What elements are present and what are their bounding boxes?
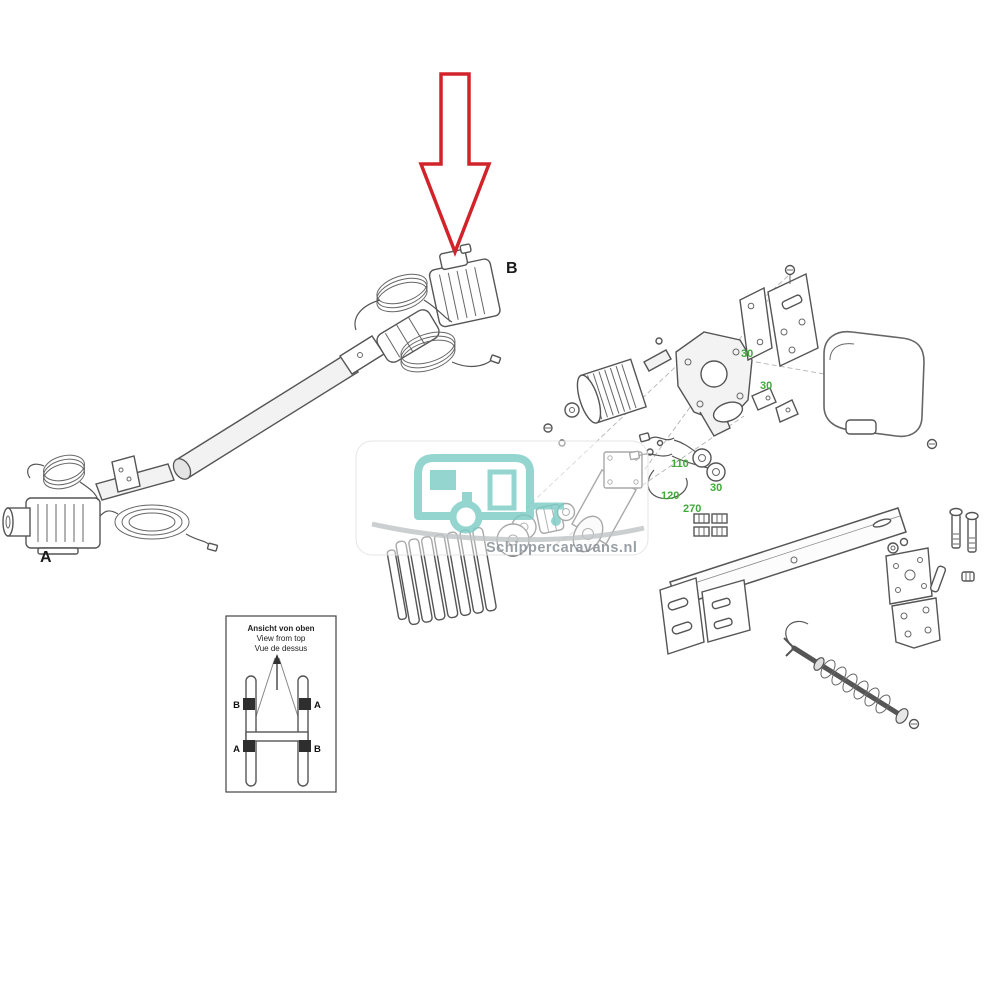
inset-title-de: Ansicht von oben <box>247 624 314 633</box>
inset-drawbar-sketch <box>243 654 311 787</box>
inset-label-tl: B <box>233 700 240 711</box>
top-screw <box>784 264 796 284</box>
tube-end-cap <box>172 458 192 480</box>
inset-top-view: Ansicht von oben View from top Vue de de… <box>225 615 337 793</box>
control-plate <box>603 451 643 489</box>
inset-label-tr: A <box>314 700 321 711</box>
label-a: A <box>40 549 52 566</box>
callout-30: 30 <box>741 348 753 360</box>
housing-cover <box>823 330 938 450</box>
leader-line <box>555 415 745 545</box>
inset-marker <box>243 698 255 710</box>
drive-tube <box>175 353 359 479</box>
cable-coil-a1 <box>27 454 99 501</box>
watermark: Schippercaravans.nl <box>355 440 649 556</box>
beam-hole <box>790 556 798 564</box>
bracket-plate <box>885 547 933 605</box>
inset-title-fr: Vue de dessus <box>255 644 308 653</box>
angle-bracket <box>891 597 941 649</box>
leader-line <box>519 337 707 515</box>
worm-shaft <box>643 349 672 372</box>
red-pointer-arrow <box>418 72 492 257</box>
bolt <box>965 511 979 553</box>
leader-line <box>755 361 825 375</box>
center-exploded-assembly: 30 30 110 30 120 270 <box>386 264 938 626</box>
inset-label-bl: A <box>233 744 240 755</box>
bolt <box>949 507 963 549</box>
coupler-bolt <box>357 352 363 358</box>
inset-up-arrow <box>273 654 281 664</box>
wiring-harness <box>628 432 726 500</box>
inset-marker <box>243 740 255 752</box>
watermark-road <box>371 521 645 543</box>
cable-coil-b2 <box>400 331 502 373</box>
cable-connector <box>206 542 219 552</box>
inset-marker <box>299 698 311 710</box>
inset-label-br: B <box>314 744 321 755</box>
watermark-text: Schippercaravans.nl <box>486 540 637 556</box>
motor-unit-b <box>428 243 501 328</box>
beam-end-plates <box>659 577 751 655</box>
clevis-pin <box>929 565 947 593</box>
callout-110: 110 <box>671 458 689 470</box>
cable-connector <box>489 354 502 364</box>
motor-unit-a <box>2 497 101 555</box>
drive-roller <box>576 358 648 424</box>
roller-bearing <box>564 402 580 418</box>
inset-title-en: View from top <box>257 634 306 643</box>
washer <box>899 537 909 547</box>
callout-30: 30 <box>710 482 722 494</box>
left-drive-assembly: A B <box>2 243 518 566</box>
spindle-with-spring <box>783 620 920 730</box>
latch-pieces <box>751 387 799 423</box>
mounting-beam-assembly <box>659 507 979 730</box>
callout-270: 270 <box>683 503 701 515</box>
plug <box>692 448 712 468</box>
gear-head <box>376 309 440 363</box>
inset-marker <box>299 740 311 752</box>
caravan-logo <box>414 454 564 534</box>
mounting-straps <box>739 272 819 368</box>
washer <box>887 542 899 554</box>
shaft-pin <box>655 337 663 345</box>
cable-coil-b1 <box>354 273 453 331</box>
screws <box>543 423 664 456</box>
cast-bracket <box>675 331 753 437</box>
spring-clip <box>961 571 975 582</box>
terminal-strips <box>693 513 728 537</box>
plug <box>706 462 726 482</box>
bellows-cover <box>386 526 497 626</box>
callout-30: 30 <box>760 380 772 392</box>
cross-plate <box>111 455 141 493</box>
callout-120: 120 <box>661 490 679 502</box>
cable-coil-a2 <box>99 504 219 552</box>
beam-slot <box>872 518 892 528</box>
label-b: B <box>506 260 518 277</box>
